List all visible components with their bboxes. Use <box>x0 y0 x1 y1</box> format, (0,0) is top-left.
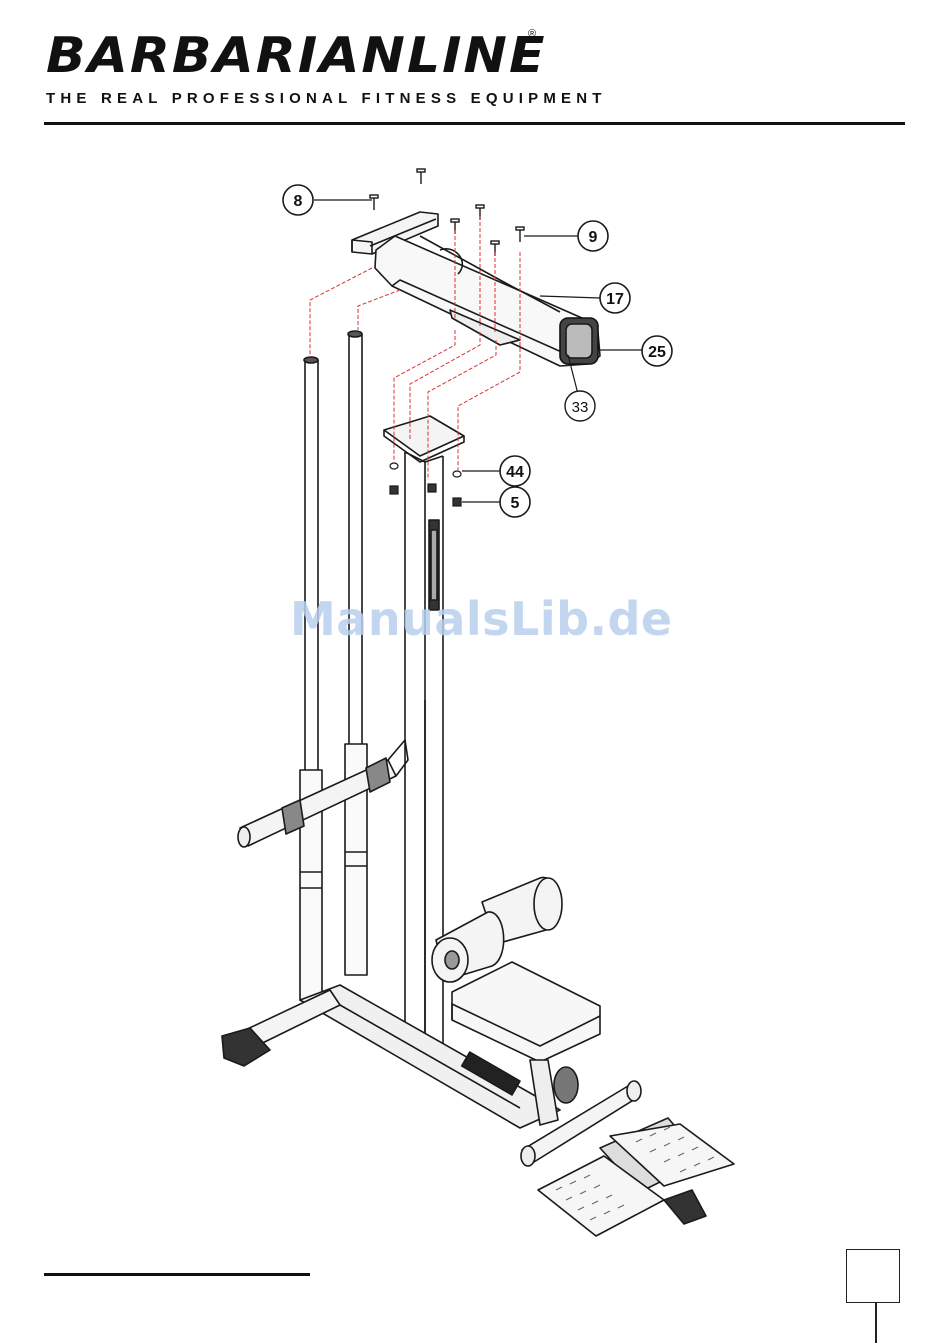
screw <box>516 227 524 242</box>
callout-label: 8 <box>294 193 303 210</box>
screw <box>417 169 425 184</box>
callout-label: 17 <box>606 291 624 308</box>
footer-divider <box>44 1273 310 1276</box>
callout-label: 5 <box>511 495 520 512</box>
callout-25: 25 <box>642 336 672 366</box>
callout-9: 9 <box>578 221 608 251</box>
callout-label: 25 <box>648 344 666 361</box>
callout-label: 44 <box>506 464 524 481</box>
watermark: ManualsLib.de <box>290 592 673 646</box>
callout-33: 33 <box>565 391 595 421</box>
callout-label: 9 <box>589 229 598 246</box>
callout-5: 5 <box>500 487 530 517</box>
callout-label: 33 <box>572 399 589 416</box>
screw <box>370 195 378 210</box>
page-box-tick <box>875 1303 877 1343</box>
callout-8: 8 <box>283 185 313 215</box>
callout-17: 17 <box>600 283 630 313</box>
page-number-box <box>846 1249 900 1303</box>
callout-44: 44 <box>500 456 530 486</box>
